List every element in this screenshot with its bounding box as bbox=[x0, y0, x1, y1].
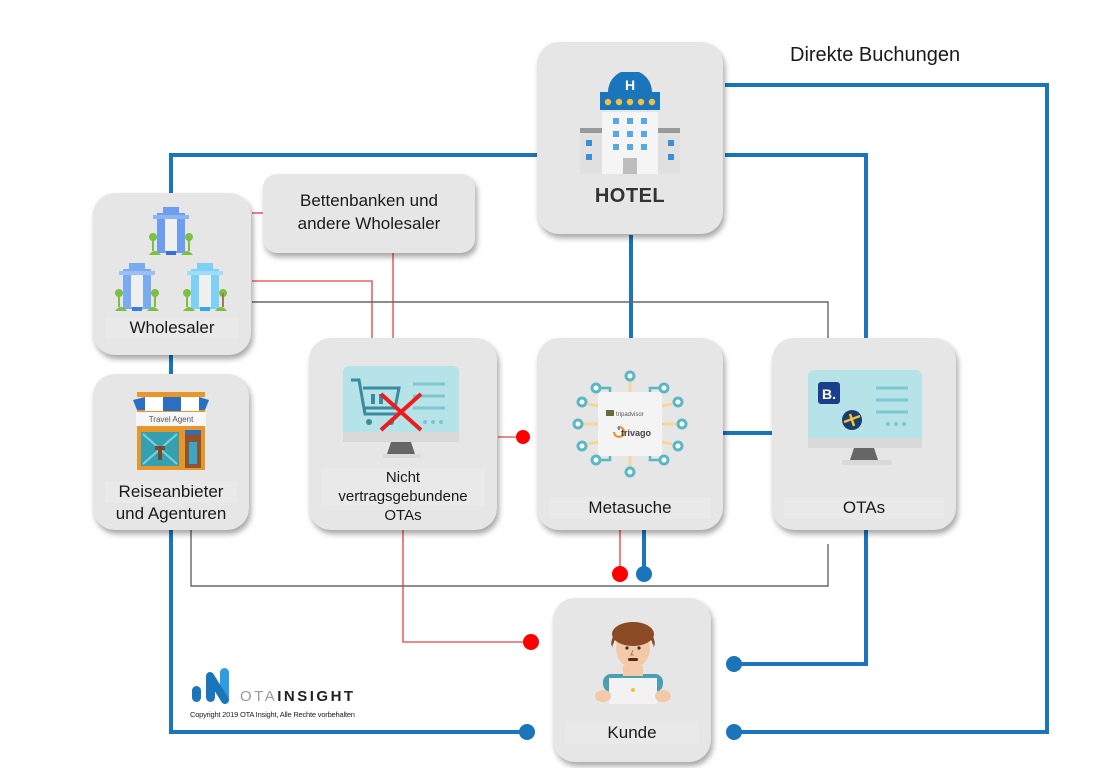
travel-agent-shop-icon: Travel Agent bbox=[133, 392, 209, 470]
otas-node[interactable]: B. OTAs bbox=[772, 338, 956, 530]
brand-bold: INSIGHT bbox=[277, 688, 356, 705]
otas-label: OTAs bbox=[784, 497, 944, 519]
travel-agents-label-line1: Reiseanbieter bbox=[105, 481, 237, 503]
monitor-booking-expedia-icon: B. bbox=[808, 370, 922, 465]
bedbanks-label-line2: andere Wholesaler bbox=[297, 214, 441, 233]
line-wholesaler-nonota bbox=[252, 280, 373, 338]
metasearch-node[interactable]: tripadvisor trivago Metasuche bbox=[537, 338, 723, 530]
svg-text:trivago: trivago bbox=[621, 428, 652, 438]
nonota-label-line3: OTAs bbox=[384, 507, 422, 524]
travel-agents-label-line2: und Agenturen bbox=[115, 504, 227, 523]
nonota-label-line1: Nicht bbox=[321, 468, 485, 487]
customer-node[interactable]: Kunde bbox=[553, 598, 711, 762]
ota-insight-brand: OTAINSIGHT bbox=[240, 688, 356, 705]
circuit-chip-icon: tripadvisor trivago bbox=[572, 370, 688, 478]
tripadvisor-logo: tripadvisor bbox=[606, 410, 644, 418]
line-hotel-wholesaler bbox=[169, 153, 540, 195]
dot-blue-metasearch bbox=[636, 566, 652, 582]
hotel-label: HOTEL bbox=[594, 185, 666, 207]
svg-text:H: H bbox=[625, 77, 635, 93]
dot-red-metasearch bbox=[612, 566, 628, 582]
hotel-group-icon bbox=[115, 207, 227, 311]
hotel-building-icon: H bbox=[580, 72, 680, 174]
ota-insight-logo-icon bbox=[192, 668, 229, 704]
dot-blue-otas-customer bbox=[726, 656, 742, 672]
monitor-cart-crossed-icon bbox=[343, 366, 459, 458]
bedbanks-node[interactable]: Bettenbanken und andere Wholesaler bbox=[263, 174, 475, 253]
line-travelagent-customer bbox=[169, 530, 525, 734]
direct-bookings-label: Direkte Buchungen bbox=[790, 44, 961, 66]
travel-agents-node[interactable]: Travel Agent Reiseanbieter und Agenturen bbox=[93, 374, 249, 530]
line-travelagent-otas bbox=[190, 530, 829, 587]
customer-label: Kunde bbox=[565, 722, 699, 744]
brand-light: OTA bbox=[240, 688, 278, 705]
person-laptop-icon bbox=[595, 622, 671, 704]
nonota-label-line2: vertragsgebundene bbox=[321, 487, 485, 506]
bedbanks-label-line1: Bettenbanken und bbox=[299, 191, 438, 210]
line-hotel-otas bbox=[725, 153, 868, 338]
line-hotel-direct-customer bbox=[725, 83, 1049, 734]
svg-text:tripadvisor: tripadvisor bbox=[616, 412, 644, 418]
travel-agent-sign-text: Travel Agent bbox=[149, 415, 194, 424]
wholesaler-node[interactable]: Wholesaler bbox=[93, 193, 251, 355]
non-contracted-otas-node[interactable]: Nicht vertragsgebundene OTAs bbox=[309, 338, 497, 530]
line-wholesaler-otas bbox=[252, 301, 829, 338]
dot-red-customer bbox=[523, 634, 539, 650]
line-nonota-customer bbox=[402, 530, 528, 643]
dot-red-nonota-metasearch bbox=[516, 430, 530, 444]
metasearch-label: Metasuche bbox=[549, 497, 711, 519]
wholesaler-label: Wholesaler bbox=[105, 317, 239, 339]
booking-logo-text: B. bbox=[822, 386, 836, 402]
copyright-text: Copyright 2019 OTA Insight, Alle Rechte … bbox=[190, 710, 355, 719]
line-otas-customer bbox=[735, 530, 868, 666]
dot-blue-direct-customer bbox=[726, 724, 742, 740]
trivago-logo: trivago bbox=[613, 425, 652, 438]
hotel-node[interactable]: H HOTEL bbox=[537, 42, 723, 234]
dot-blue-travelagent-customer bbox=[519, 724, 535, 740]
